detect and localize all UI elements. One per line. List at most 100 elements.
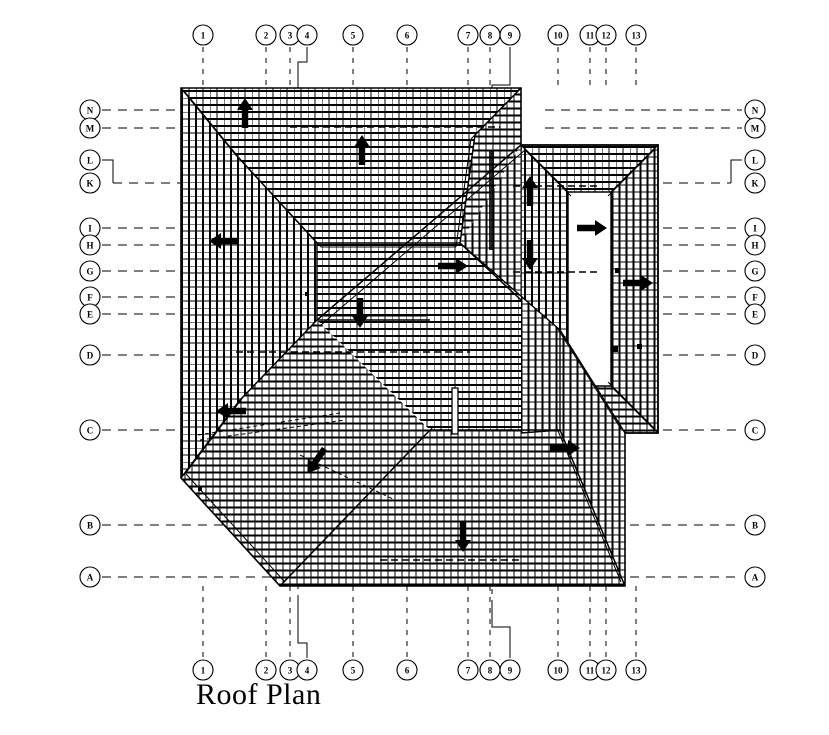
grid-bubble-label: 8 xyxy=(488,665,493,675)
grid-bubble-5-top[interactable]: 5 xyxy=(342,24,364,46)
grid-bubble-label: 4 xyxy=(305,665,310,675)
grid-bubble-label: I xyxy=(88,223,92,233)
grid-bubble-d-left[interactable]: D xyxy=(79,344,101,366)
grid-bubble-13-bottom[interactable]: 13 xyxy=(625,659,647,681)
grid-bubble-h-right[interactable]: H xyxy=(744,234,766,256)
grid-bubble-circle xyxy=(255,659,277,681)
grid-bubble-label: 12 xyxy=(602,30,612,40)
grid-bubble-label: 10 xyxy=(554,665,564,675)
grid-bubble-label: N xyxy=(752,105,759,115)
roof-assembly xyxy=(180,87,659,587)
grid-bubble-circle xyxy=(744,260,766,282)
grid-bubble-label: B xyxy=(87,520,93,530)
grid-bubble-label: C xyxy=(87,425,94,435)
grid-bubble-7-bottom[interactable]: 7 xyxy=(457,659,479,681)
grid-bubble-label: 7 xyxy=(466,665,471,675)
grid-bubble-h-left[interactable]: H xyxy=(79,234,101,256)
roof-main-body xyxy=(180,87,659,587)
grid-bubble-n-left[interactable]: N xyxy=(79,99,101,121)
grid-bubble-circle xyxy=(79,303,101,325)
grid-bubble-m-left[interactable]: M xyxy=(79,117,101,139)
grid-bubble-c-left[interactable]: C xyxy=(79,419,101,441)
grid-bubble-g-right[interactable]: G xyxy=(744,260,766,282)
grid-bubble-label: L xyxy=(752,155,758,165)
grid-bubble-circle xyxy=(79,117,101,139)
grid-bubble-12-top[interactable]: 12 xyxy=(595,24,617,46)
grid-bubble-8-top[interactable]: 8 xyxy=(479,24,501,46)
grid-bubble-12-bottom[interactable]: 12 xyxy=(595,659,617,681)
page-title: Roof Plan xyxy=(196,678,322,711)
grid-bubble-label: G xyxy=(86,266,93,276)
grid-bubble-label: 3 xyxy=(288,665,293,675)
grid-bubble-label: 5 xyxy=(351,665,356,675)
grid-bubble-4-top[interactable]: 4 xyxy=(296,24,318,46)
grid-bubble-circle xyxy=(79,172,101,194)
grid-bubble-13-top[interactable]: 13 xyxy=(625,24,647,46)
grid-bubble-circle xyxy=(79,234,101,256)
grid-bubble-10-top[interactable]: 10 xyxy=(547,24,569,46)
grid-bubble-m-right[interactable]: M xyxy=(744,117,766,139)
grid-bubble-a-right[interactable]: A xyxy=(744,566,766,588)
grid-bubble-circle xyxy=(744,149,766,171)
grid-bubble-n-right[interactable]: N xyxy=(744,99,766,121)
grid-bubble-4-bottom[interactable]: 4 xyxy=(296,659,318,681)
grid-bubble-b-right[interactable]: B xyxy=(744,514,766,536)
grid-bubble-9-bottom[interactable]: 9 xyxy=(499,659,521,681)
grid-bubble-circle xyxy=(192,24,214,46)
grid-bubble-label: 8 xyxy=(488,30,493,40)
grid-bubble-circle xyxy=(396,24,418,46)
grid-bubble-label: 3 xyxy=(288,30,293,40)
grid-bubble-a-left[interactable]: A xyxy=(79,566,101,588)
grid-bubble-label: M xyxy=(751,123,760,133)
grid-bubble-label: 13 xyxy=(632,665,642,675)
grid-bubble-label: 12 xyxy=(602,665,612,675)
grid-bubble-circle xyxy=(79,260,101,282)
grid-bubble-label: 9 xyxy=(508,665,513,675)
grid-bubble-g-left[interactable]: G xyxy=(79,260,101,282)
grid-bubble-label: 1 xyxy=(201,30,206,40)
grid-bubble-k-left[interactable]: K xyxy=(79,172,101,194)
grid-bubble-label: K xyxy=(86,178,93,188)
grid-bubble-10-bottom[interactable]: 10 xyxy=(547,659,569,681)
grid-bubble-d-right[interactable]: D xyxy=(744,344,766,366)
grid-bubble-label: 2 xyxy=(264,665,269,675)
grid-bubble-1-bottom[interactable]: 1 xyxy=(192,659,214,681)
grid-bubble-l-right[interactable]: L xyxy=(744,149,766,171)
grid-bubble-label: H xyxy=(86,240,93,250)
grid-bubble-e-left[interactable]: E xyxy=(79,303,101,325)
grid-bubble-e-right[interactable]: E xyxy=(744,303,766,325)
grid-bubble-1-top[interactable]: 1 xyxy=(192,24,214,46)
grid-bubble-label: G xyxy=(751,266,758,276)
grid-bubble-8-bottom[interactable]: 8 xyxy=(479,659,501,681)
grid-bubble-label: A xyxy=(87,572,94,582)
grid-bubble-b-left[interactable]: B xyxy=(79,514,101,536)
grid-bubble-label: 11 xyxy=(586,665,595,675)
grid-bubble-label: 6 xyxy=(405,665,410,675)
grid-bubble-circle xyxy=(547,24,569,46)
grid-bubble-label: 2 xyxy=(264,30,269,40)
grid-bubble-circle xyxy=(595,24,617,46)
grid-bubble-6-bottom[interactable]: 6 xyxy=(396,659,418,681)
grid-bubble-label: I xyxy=(753,223,757,233)
grid-bubble-k-right[interactable]: K xyxy=(744,172,766,194)
grid-bubble-5-bottom[interactable]: 5 xyxy=(342,659,364,681)
grid-bubble-label: 5 xyxy=(351,30,356,40)
grid-bubble-label: 7 xyxy=(466,30,471,40)
grid-bubble-7-top[interactable]: 7 xyxy=(457,24,479,46)
grid-bubble-circle xyxy=(192,659,214,681)
grid-bubble-l-left[interactable]: L xyxy=(79,149,101,171)
grid-bubble-9-top[interactable]: 9 xyxy=(499,24,521,46)
grid-bubble-2-top[interactable]: 2 xyxy=(255,24,277,46)
grid-bubble-label: A xyxy=(752,572,759,582)
grid-bubble-6-top[interactable]: 6 xyxy=(396,24,418,46)
grid-bubble-c-right[interactable]: C xyxy=(744,419,766,441)
grid-bubble-label: B xyxy=(752,520,758,530)
grid-bubble-f-right[interactable]: F xyxy=(744,286,766,308)
grid-bubble-2-bottom[interactable]: 2 xyxy=(255,659,277,681)
grid-bubble-3-bottom[interactable]: 3 xyxy=(279,659,301,681)
grid-bubble-circle xyxy=(744,344,766,366)
